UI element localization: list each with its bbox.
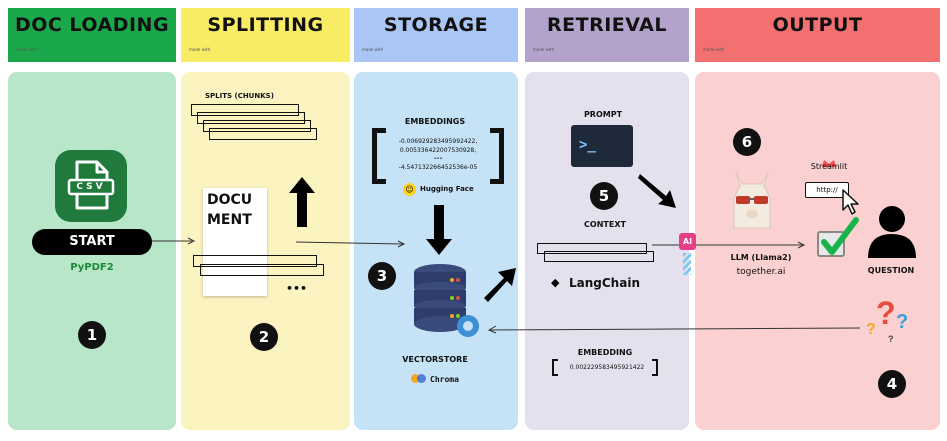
embeddings-label: EMBEDDINGS (404, 117, 466, 126)
streamlit-label: Streamlit (810, 162, 848, 171)
embeddings-left-bracket (372, 128, 386, 184)
embedding-right-bracket (652, 359, 658, 376)
cursor-icon (842, 189, 859, 215)
header-title: STORAGE (383, 14, 489, 36)
start-button[interactable]: START (32, 229, 152, 255)
checkmark-icon (817, 217, 859, 257)
split-chunk (203, 120, 311, 132)
step-2-badge: 2 (250, 323, 278, 351)
context-label: CONTEXT (584, 220, 626, 229)
question-label: QUESTION (867, 266, 915, 275)
llama-icon (733, 171, 771, 229)
document-label-line1: DOCU (207, 192, 253, 208)
header-title: SPLITTING (207, 14, 324, 36)
document-to-vectorstore-arrow (296, 240, 406, 248)
langchain-parrot-icon: ◆ (551, 276, 560, 289)
context-chunk (537, 243, 647, 254)
question-to-vectorstore-arrow (487, 325, 861, 334)
embedding-value-3: -4.547132266452536e-05 (398, 164, 478, 171)
terminal-prompt-glyph: >_ (579, 137, 596, 153)
hugging-face-label: Hugging Face (420, 185, 474, 193)
llm-label: LLM (Llama2) (730, 253, 792, 262)
prompt-to-llm-arrow (638, 174, 676, 208)
split-chunk (200, 264, 324, 276)
vectorstore-to-context-arrow (484, 268, 516, 302)
chroma-label: Chroma (430, 375, 459, 384)
header-watermark: made with (533, 47, 555, 52)
document-label-line2: MENT (207, 212, 252, 228)
splits-label: SPLITS (CHUNKS) (205, 92, 274, 100)
svg-text:?: ? (876, 295, 896, 331)
header-title: RETRIEVAL (547, 14, 667, 36)
header-watermark: made with (362, 47, 384, 52)
terminal-icon: >_ (571, 125, 633, 167)
split-chunk (197, 112, 305, 124)
langchain-label: LangChain (569, 276, 640, 290)
header-doc-loading: DOC LOADING made with (8, 8, 176, 62)
svg-text:?: ? (896, 311, 908, 333)
up-arrow (289, 177, 315, 227)
ai-badge: AI (679, 233, 696, 250)
header-output: OUTPUT made with (695, 8, 940, 62)
step-5-badge: 5 (590, 182, 618, 210)
start-to-document-arrow (152, 237, 196, 245)
svg-text:?: ? (866, 321, 876, 338)
header-watermark: made with (16, 47, 38, 52)
header-retrieval: RETRIEVAL made with (525, 8, 689, 62)
embedding-value: 0.0022295834959214​22 (569, 364, 645, 371)
start-label: START (69, 234, 115, 249)
down-arrow (426, 205, 452, 255)
loader-label: PyPDF2 (70, 262, 114, 273)
prompt-label: PROMPT (583, 110, 623, 119)
database-icon (414, 264, 479, 337)
url-text: http:// (816, 186, 838, 194)
document-page (203, 188, 267, 296)
step-4-badge: 4 (878, 370, 906, 398)
context-to-llm-arrow (652, 241, 806, 249)
split-chunk (193, 255, 317, 267)
header-watermark: made with (703, 47, 725, 52)
embedding-label: EMBEDDING (577, 348, 633, 357)
step-3-badge: 3 (368, 262, 396, 290)
together-stack-icon (683, 253, 691, 275)
embeddings-right-bracket (490, 128, 504, 184)
split-chunk (191, 104, 299, 116)
csv-file-icon: CSV (55, 150, 127, 222)
header-title: DOC LOADING (14, 14, 170, 36)
embedding-value-1: -0.006929283495992422, (398, 138, 478, 145)
embedding-value-ellipsis: ••• (433, 156, 443, 162)
header-storage: STORAGE made with (354, 8, 518, 62)
ai-badge-text: AI (682, 237, 693, 246)
csv-icon-text: CSV (76, 182, 106, 192)
person-icon (868, 206, 916, 258)
embedding-left-bracket (552, 359, 558, 376)
provider-label: together.ai (736, 267, 786, 277)
step-1-badge: 1 (78, 321, 106, 349)
embedding-value-2: 0.005336422007530928, (399, 147, 477, 154)
context-chunk (544, 251, 654, 262)
header-splitting: SPLITTING made with (181, 8, 350, 62)
streamlit-crown-icon (822, 152, 836, 167)
header-title: OUTPUT (772, 14, 863, 36)
step-6-badge: 6 (733, 128, 761, 156)
svg-text:?: ? (888, 334, 894, 344)
hugging-face-icon: ☺ (403, 183, 416, 196)
vectorstore-label: VECTORSTORE (402, 355, 468, 364)
header-watermark: made with (189, 47, 211, 52)
more-chunks-ellipsis: ••• (286, 282, 308, 295)
question-marks-icon: ? ? ? ? (866, 295, 908, 344)
csv-document-icon (67, 160, 115, 210)
chroma-logo (411, 374, 427, 383)
url-box: http:// (805, 182, 849, 198)
split-chunk (209, 128, 317, 140)
